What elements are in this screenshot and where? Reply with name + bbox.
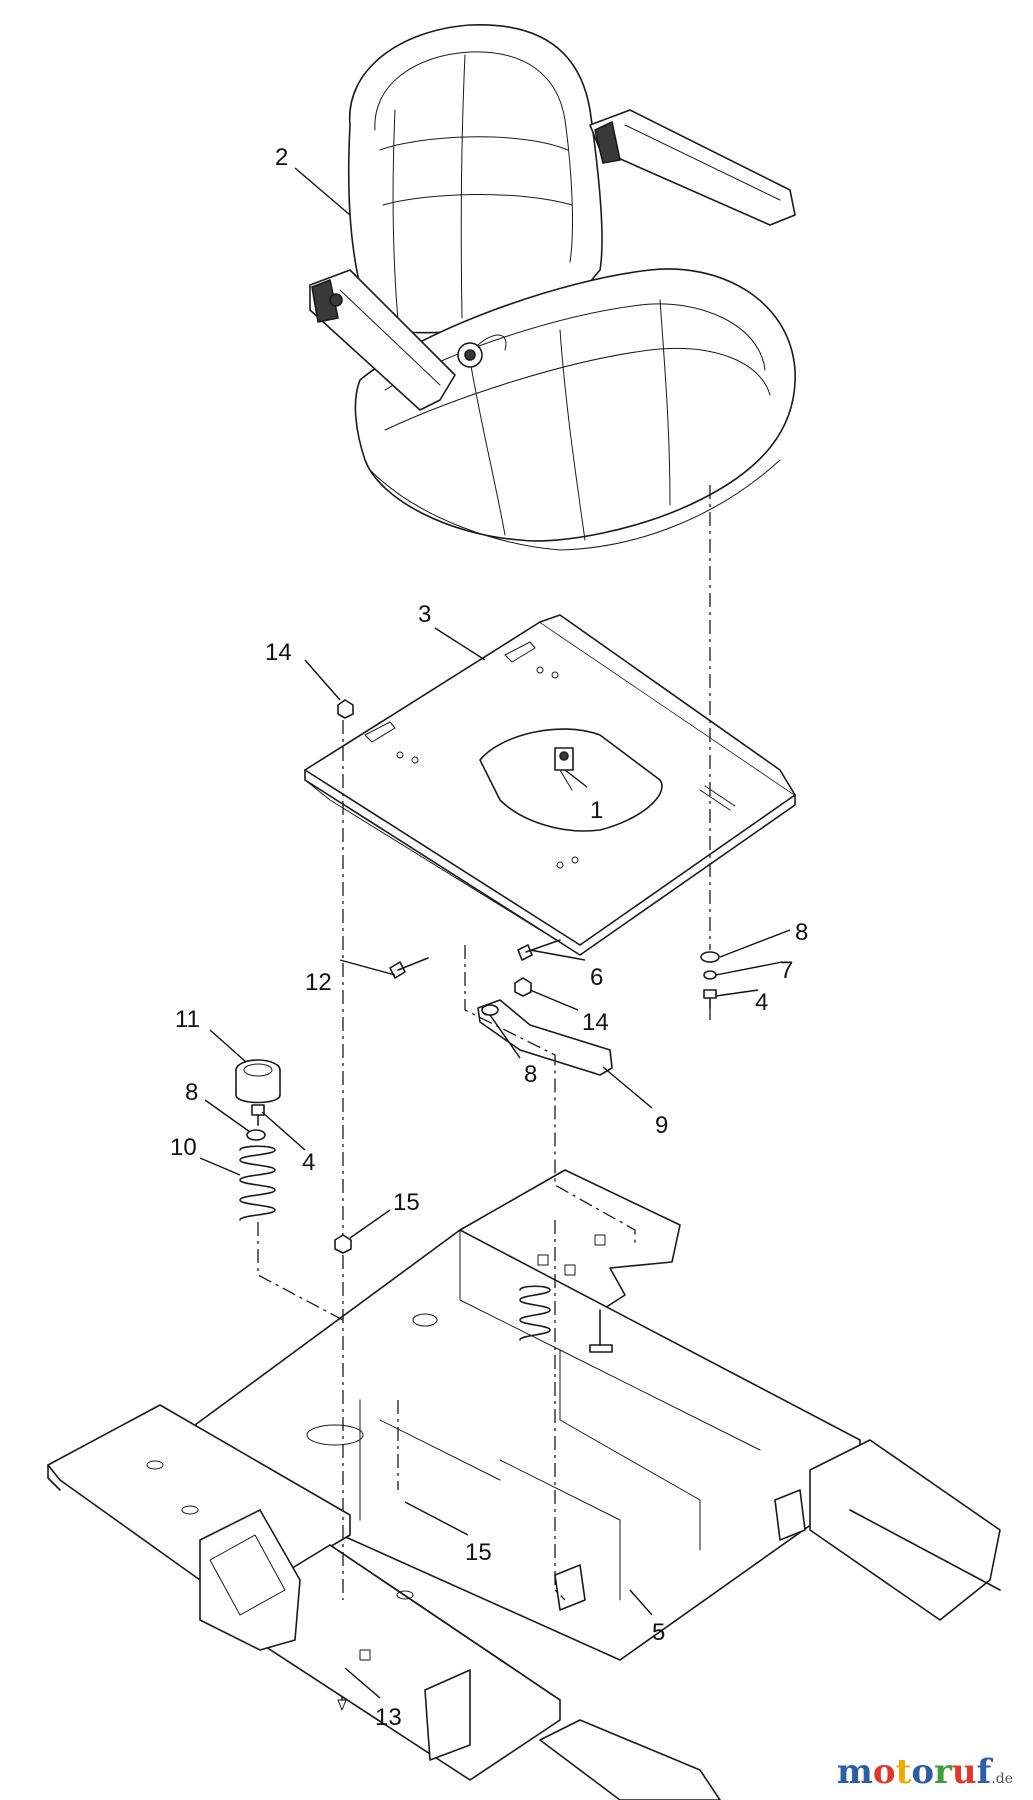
callout-12: 12 [305, 969, 332, 996]
watermark-logo: motoruf.de [837, 1752, 1013, 1792]
watermark-letter-o2: o [911, 1752, 934, 1792]
watermark-tld: .de [991, 1771, 1013, 1787]
hardware [235, 699, 720, 1711]
seat-plate [304, 614, 796, 956]
callout-8-left: 8 [185, 1079, 198, 1106]
callout-4-right: 4 [755, 989, 768, 1016]
callout-7: 7 [780, 957, 793, 984]
callout-11: 11 [175, 1006, 200, 1033]
callout-1: 1 [590, 797, 603, 824]
callout-15-lower: 15 [465, 1539, 492, 1566]
watermark-letter-o1: o [872, 1752, 896, 1792]
callout-15-top: 15 [393, 1189, 420, 1216]
callout-10: 10 [170, 1134, 197, 1161]
callout-14-lower: 14 [582, 1009, 609, 1036]
chassis-frame [47, 1169, 1001, 1800]
watermark-letter-r: r [934, 1752, 952, 1792]
callout-4-left: 4 [302, 1149, 315, 1176]
callout-8-right: 8 [795, 919, 808, 946]
callout-14-top: 14 [265, 639, 292, 666]
watermark-letter-u: u [951, 1752, 977, 1792]
callout-3: 3 [418, 601, 431, 628]
watermark-letter-f: f [976, 1752, 992, 1792]
leader-lines [199, 167, 791, 1699]
callout-5: 5 [652, 1619, 665, 1646]
alignment-lines [257, 485, 711, 1601]
seat-latch [554, 747, 574, 791]
callout-6: 6 [590, 964, 603, 991]
seat [309, 24, 796, 551]
callout-9: 9 [655, 1112, 668, 1139]
callout-8-center: 8 [524, 1061, 537, 1088]
callout-13: 13 [375, 1704, 402, 1731]
callout-labels: 1 2 3 4 4 5 6 7 8 8 8 9 10 11 12 13 14 1… [170, 144, 808, 1731]
watermark-letter-t: t [895, 1752, 912, 1792]
watermark-letter-m: m [836, 1752, 873, 1792]
callout-2: 2 [275, 144, 288, 171]
